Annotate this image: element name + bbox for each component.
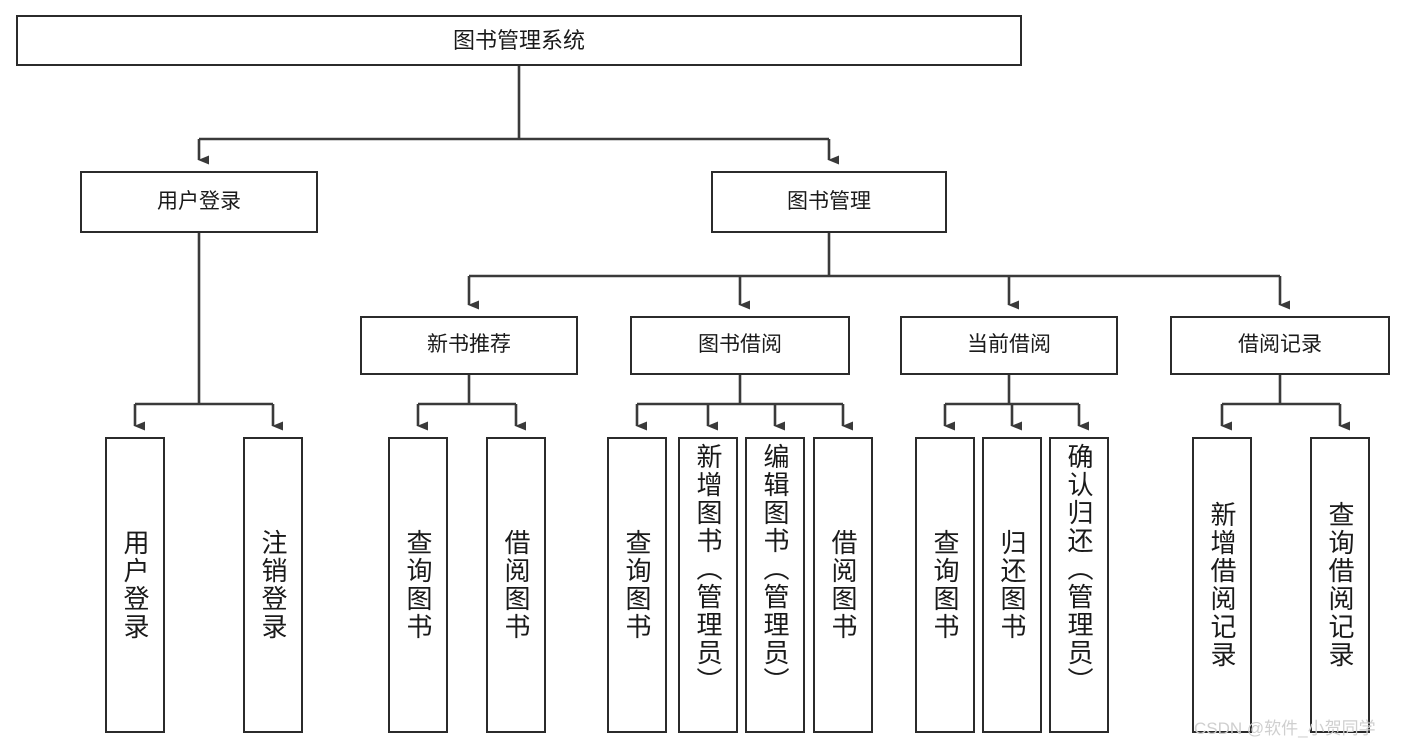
node-label: 借阅图书 [501,529,531,641]
node-records[interactable]: 借阅记录 [1170,316,1390,375]
node-label: 新增借阅记录 [1207,501,1237,669]
node-label: 新增图书（管理员） [693,443,723,695]
node-leaf-cur1[interactable]: 查询图书 [915,437,975,733]
node-label: 注销登录 [258,529,288,641]
node-label: 图书借阅 [698,333,782,357]
node-label: 查询借阅记录 [1325,501,1355,669]
node-label: 用户登录 [157,189,241,213]
node-leaf-br3[interactable]: 编辑图书（管理员） [745,437,805,733]
node-leaf-br2[interactable]: 新增图书（管理员） [678,437,738,733]
node-leaf-rec1[interactable]: 新增借阅记录 [1192,437,1252,733]
node-leaf-br4[interactable]: 借阅图书 [813,437,873,733]
node-label: 归还图书 [997,529,1027,641]
node-bookmgmt[interactable]: 图书管理 [711,171,947,233]
node-leaf-nb1[interactable]: 查询图书 [388,437,448,733]
node-label: 确认归还（管理员） [1064,443,1094,695]
node-borrow[interactable]: 图书借阅 [630,316,850,375]
node-label: 借阅记录 [1238,333,1322,357]
node-leaf-login2[interactable]: 注销登录 [243,437,303,733]
csdn-watermark: CSDN @软件_小贺同学 [1194,719,1376,738]
node-login[interactable]: 用户登录 [80,171,318,233]
node-leaf-rec2[interactable]: 查询借阅记录 [1310,437,1370,733]
node-label: 图书管理 [787,189,871,213]
node-label: 查询图书 [622,529,652,641]
node-label: 用户登录 [120,529,150,641]
node-label: 新书推荐 [427,333,511,357]
node-label: 编辑图书（管理员） [760,443,790,695]
node-current[interactable]: 当前借阅 [900,316,1118,375]
node-newbook[interactable]: 新书推荐 [360,316,578,375]
node-leaf-br1[interactable]: 查询图书 [607,437,667,733]
node-label: 借阅图书 [828,529,858,641]
node-leaf-cur3[interactable]: 确认归还（管理员） [1049,437,1109,733]
node-root[interactable]: 图书管理系统 [16,15,1022,66]
node-label: 查询图书 [930,529,960,641]
node-leaf-nb2[interactable]: 借阅图书 [486,437,546,733]
node-label: 图书管理系统 [452,27,585,53]
node-leaf-cur2[interactable]: 归还图书 [982,437,1042,733]
node-leaf-login1[interactable]: 用户登录 [105,437,165,733]
node-label: 查询图书 [403,529,433,641]
node-label: 当前借阅 [967,333,1051,357]
